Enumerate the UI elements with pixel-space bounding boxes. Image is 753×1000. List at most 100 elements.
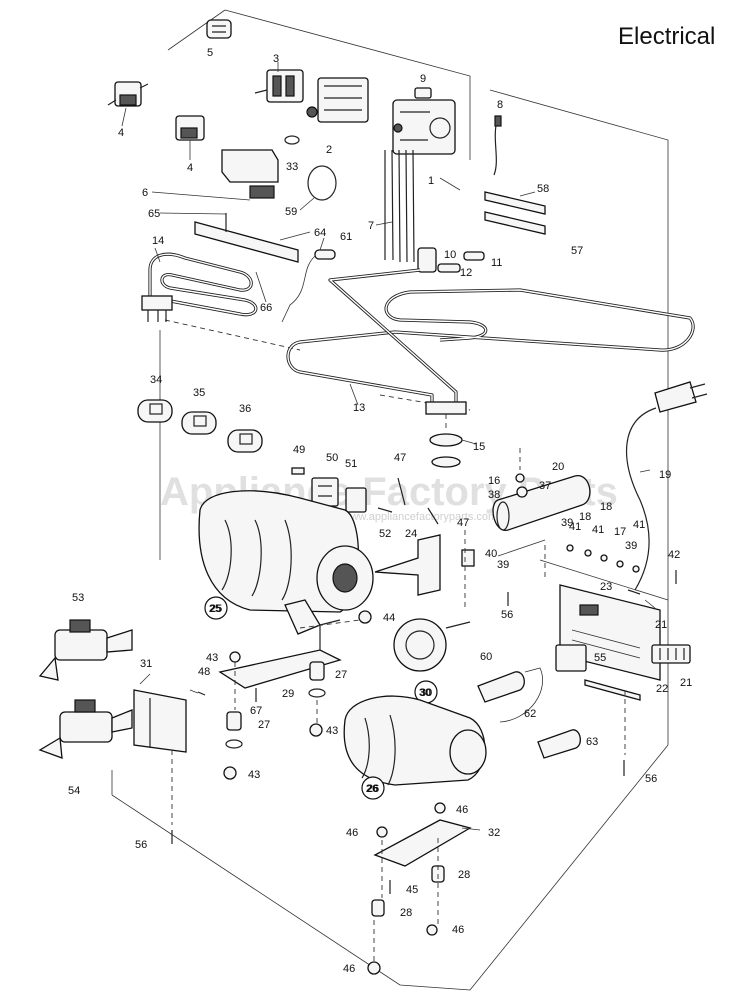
callout-label: 24: [405, 528, 417, 540]
callout-label: 19: [659, 469, 671, 481]
part-49-pin: [291, 467, 305, 475]
callout-label: 18: [579, 511, 591, 523]
part-36-thermostat: [227, 429, 263, 453]
callout-label: 56: [645, 773, 657, 785]
callout-label: 47: [394, 452, 406, 464]
part-13-main-heater: [286, 268, 695, 415]
part-59-ring-clamp: [307, 165, 337, 201]
callout-label: 65: [148, 208, 160, 220]
callout-label: 52: [379, 528, 391, 540]
part-9-knob-clip: [414, 87, 432, 99]
part-25-wash-pump-motor: [198, 490, 374, 635]
part-64-bracket-rail: [194, 221, 299, 263]
callout-label: 36: [239, 403, 251, 415]
part-27-rubber-feet: [225, 661, 326, 749]
diagram-title: Electrical: [618, 23, 715, 50]
callout-label: 9: [420, 73, 426, 85]
callout-label: 16: [488, 475, 500, 487]
callout-label: 60: [480, 651, 492, 663]
part-21-terminal-block: [651, 644, 691, 664]
callout-label: 22: [656, 683, 668, 695]
part-18-41-17-39-components: [566, 544, 640, 573]
callout-label: 41: [633, 519, 645, 531]
guide-lines: [171, 414, 626, 962]
callout-label: 37: [539, 480, 551, 492]
part-14-heating-element: [141, 252, 258, 322]
callout-label: 20: [552, 461, 564, 473]
part-55-relay: [555, 644, 587, 672]
callout-label: 31: [140, 658, 152, 670]
part-24-bracket: [374, 534, 441, 596]
callout-label: 33: [286, 161, 298, 173]
part-4-door-switch-left: [107, 81, 149, 107]
callout-label: 27: [258, 719, 270, 731]
part-8-indicator-lamp: [493, 115, 502, 176]
part-54-inlet-valve: [38, 699, 133, 759]
callout-label: 39: [625, 540, 637, 552]
callout-label: 12: [460, 267, 472, 279]
callout-label: 4: [187, 162, 193, 174]
part-35-thermostat: [181, 411, 217, 435]
circled-callout-label: 25: [209, 603, 221, 615]
part-6-door-lock: [221, 149, 279, 199]
part-48-screw: [197, 691, 206, 696]
callout-label: 47: [457, 517, 469, 529]
part-10-capacitor: [417, 247, 437, 273]
part-34-thermostat: [137, 399, 173, 423]
callout-label: 54: [68, 785, 80, 797]
part-31-valve-bracket: [133, 689, 187, 753]
part-1-timer: [392, 99, 456, 155]
part-2-program-switch: [306, 77, 369, 123]
callout-label: 32: [488, 827, 500, 839]
callout-label: 18: [600, 501, 612, 513]
callout-label: 46: [456, 804, 468, 816]
callout-label: 63: [586, 736, 598, 748]
part-22-bracket: [584, 679, 641, 701]
part-46-nuts: [367, 802, 446, 975]
callout-label: 21: [680, 677, 692, 689]
callout-label: 49: [293, 444, 305, 456]
callout-label: 48: [198, 666, 210, 678]
watermark-url: http://www.appliancefactoryparts.com: [315, 511, 497, 523]
callout-label: 11: [491, 257, 502, 269]
callout-label: 62: [524, 708, 536, 720]
callout-label: 61: [340, 231, 352, 243]
part-50-relay: [311, 477, 339, 507]
callout-label: 44: [383, 612, 395, 624]
callout-label: 27: [335, 669, 347, 681]
callout-label: 13: [353, 402, 365, 414]
callout-label: 10: [444, 249, 456, 261]
part-52-screw: [377, 507, 393, 513]
callout-label: 26: [367, 783, 379, 795]
circled-callout-label: 26: [366, 783, 378, 795]
callout-label: 17: [614, 526, 626, 538]
part-58-heater-strips: [484, 191, 546, 235]
callout-label: 30: [420, 687, 432, 699]
part-51-relay: [345, 487, 367, 513]
callout-label: 28: [400, 907, 412, 919]
callout-label: 5: [207, 47, 213, 59]
callout-label: 64: [314, 227, 326, 239]
callout-label: 42: [668, 549, 680, 561]
callout-label: 34: [150, 374, 162, 386]
part-7-wiring-harness: [384, 149, 415, 263]
part-20-capacitor: [492, 475, 591, 531]
callout-label: 21: [655, 619, 667, 631]
part-4-door-switch: [175, 115, 205, 141]
callout-label: 35: [193, 387, 205, 399]
callout-label: 59: [285, 206, 297, 218]
part-11-12-fuses: [437, 251, 485, 273]
callout-label: 46: [343, 963, 355, 975]
part-62-wire: [499, 667, 543, 723]
callout-label: 39: [561, 517, 573, 529]
callout-label: 46: [346, 827, 358, 839]
callout-label: 25: [210, 603, 222, 615]
circled-callout-labels: 25 30 26: [209, 603, 431, 795]
part-3-selector-switch: [254, 69, 304, 103]
part-47-hose-clamps: [397, 477, 439, 525]
callout-label: 55: [594, 652, 606, 664]
part-32-pump-bracket: [373, 819, 472, 867]
callout-label: 2: [326, 144, 332, 156]
callout-label: 46: [452, 924, 464, 936]
